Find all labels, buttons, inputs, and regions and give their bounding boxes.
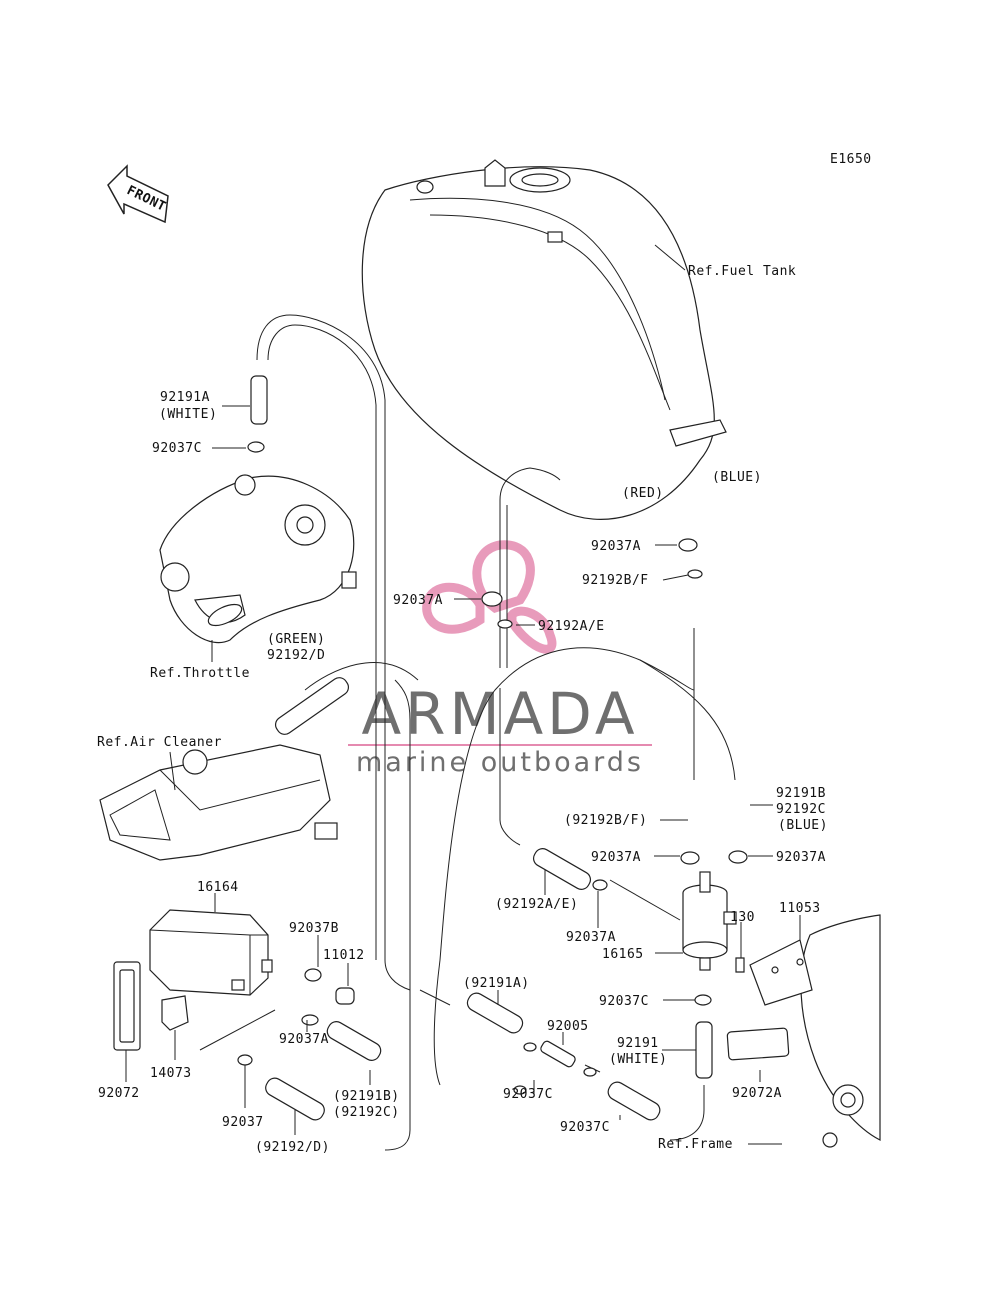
label-14073: 14073 xyxy=(150,1066,192,1081)
label-92037A-r1: 92037A xyxy=(591,539,641,554)
label-white-a: (WHITE) xyxy=(159,407,217,422)
diagram-code: E1650 xyxy=(830,152,872,167)
label-92191B-paren: (92191B) xyxy=(333,1089,400,1104)
label-92037A-r3: 92037A xyxy=(776,850,826,865)
label-92037B: 92037B xyxy=(289,921,339,936)
label-92192AE-paren: (92192A/E) xyxy=(495,897,578,912)
label-92191A: 92191A xyxy=(160,390,210,405)
label-92005: 92005 xyxy=(547,1019,589,1034)
front-arrow-icon: FRONT xyxy=(107,164,169,224)
label-16164: 16164 xyxy=(197,880,239,895)
label-92037: 92037 xyxy=(222,1115,264,1130)
watermark-subtitle: marine outboards xyxy=(356,747,644,778)
label-92191: 92191 xyxy=(617,1036,659,1051)
hose-lines xyxy=(199,314,736,1151)
label-92037A-mid: 92037A xyxy=(393,593,443,608)
label-92191B: 92191B xyxy=(776,786,826,801)
fuel-filter xyxy=(682,871,737,971)
part-labels: Ref.Fuel Tank (RED) (BLUE) 92191A (WHITE… xyxy=(97,264,828,1155)
tube-segments xyxy=(250,375,713,1121)
fuel-tank xyxy=(361,159,727,520)
label-ref-frame: Ref.Frame xyxy=(658,1137,733,1152)
air-cleaner xyxy=(99,744,338,861)
label-16165: 16165 xyxy=(602,947,644,962)
hose-clamps xyxy=(237,441,748,1095)
label-92072: 92072 xyxy=(98,1086,140,1101)
label-11012: 11012 xyxy=(323,948,365,963)
label-92037C-low1: 92037C xyxy=(503,1087,553,1102)
label-92037C-top: 92037C xyxy=(152,441,202,456)
label-92037A-r4: 92037A xyxy=(566,930,616,945)
label-ref-air-cleaner: Ref.Air Cleaner xyxy=(97,735,222,750)
label-92192D-paren: (92192/D) xyxy=(255,1140,330,1155)
label-92192C-paren: (92192C) xyxy=(333,1105,400,1120)
label-blue-top: (BLUE) xyxy=(712,470,762,485)
label-ref-throttle: Ref.Throttle xyxy=(150,666,250,681)
label-92192AE: 92192A/E xyxy=(538,619,605,634)
throttle-body xyxy=(159,474,357,644)
label-red: (RED) xyxy=(622,486,664,501)
label-green: (GREEN) xyxy=(267,632,325,647)
label-11053: 11053 xyxy=(779,901,821,916)
label-92192C: 92192C xyxy=(776,802,826,817)
label-92192BF: 92192B/F xyxy=(582,573,649,588)
label-92037C-mid: 92037C xyxy=(599,994,649,1009)
label-92037C-low2: 92037C xyxy=(560,1120,610,1135)
label-92072A: 92072A xyxy=(732,1086,782,1101)
leader-lines xyxy=(125,244,801,1145)
label-92037A-r2: 92037A xyxy=(591,850,641,865)
canister xyxy=(113,909,273,1051)
label-92037A-low: 92037A xyxy=(279,1032,329,1047)
label-92192D: 92192/D xyxy=(267,648,325,663)
label-white-b: (WHITE) xyxy=(609,1052,667,1067)
label-92191A-paren: (92191A) xyxy=(463,976,530,991)
label-92192BF-paren: (92192B/F) xyxy=(564,813,647,828)
label-blue-mid: (BLUE) xyxy=(778,818,828,833)
label-130: 130 xyxy=(730,910,755,925)
watermark-title: ARMADA xyxy=(361,680,638,748)
label-ref-fuel-tank: Ref.Fuel Tank xyxy=(688,264,796,279)
frame-section xyxy=(726,914,881,1148)
